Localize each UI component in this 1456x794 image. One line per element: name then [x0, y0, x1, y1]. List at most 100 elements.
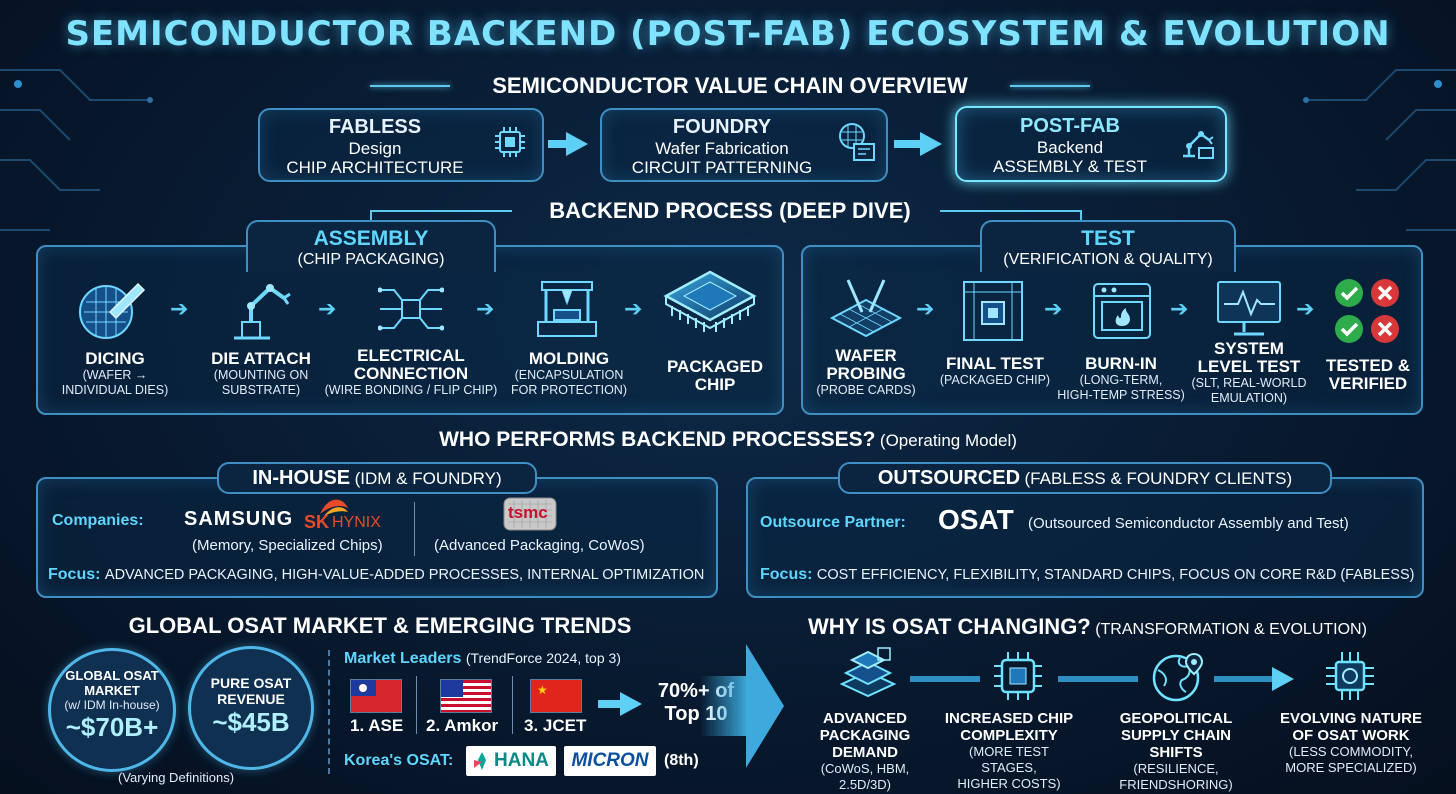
- packaged-chip-icon: [660, 266, 760, 346]
- korea-label: Korea's OSAT:: [344, 752, 454, 769]
- trend-1-n1: ADVANCED: [823, 710, 907, 727]
- step-probing-desc1: (PROBE CARDS): [816, 383, 916, 397]
- trend-4-d2: MORE SPECIALIZED): [1285, 760, 1417, 775]
- flow-arrow: [894, 140, 922, 148]
- step-arrow: ➔: [1044, 296, 1063, 321]
- step-slt-name2: LEVEL TEST: [1197, 357, 1301, 376]
- pure-osat-value: ~$45B: [212, 707, 290, 737]
- robot-arm-icon: [1183, 131, 1214, 159]
- trend-4-d1: (LESS COMMODITY,: [1288, 744, 1413, 759]
- step-dicing-name: DICING: [85, 349, 145, 368]
- global-osat-value: ~$70B+: [65, 712, 159, 742]
- trend-4-n2: OF OSAT WORK: [1292, 727, 1410, 744]
- page-title: SEMICONDUCTOR BACKEND (POST-FAB) ECOSYST…: [65, 14, 1391, 54]
- tsmc-text: tsmc: [508, 503, 548, 522]
- inhouse-note-right: (Advanced Packaging, CoWoS): [434, 537, 645, 554]
- flow-arrow: [548, 140, 568, 148]
- sk-hynix-logo: SK HYNIX: [304, 496, 394, 534]
- osat-label: OSAT: [938, 504, 1014, 535]
- trend-1-n2: PACKAGING DEMAND: [819, 727, 911, 761]
- step-burn-in-name: BURN-IN: [1085, 354, 1157, 373]
- step-verified-name1: TESTED &: [1325, 356, 1411, 375]
- value-chain-heading: SEMICONDUCTOR VALUE CHAIN OVERVIEW: [492, 73, 968, 98]
- step-molding-desc1: (ENCAPSULATION: [514, 368, 624, 382]
- fabless-line2: CHIP ARCHITECTURE: [286, 158, 464, 177]
- probe-icon: [828, 276, 904, 340]
- robot-arm-icon: [226, 276, 296, 342]
- trend-arrow: [1272, 667, 1294, 691]
- step-molding-desc2: FOR PROTECTION): [511, 383, 627, 397]
- flow-arrow: [920, 132, 942, 156]
- leader-2: 2. Amkor: [426, 716, 499, 735]
- korea-rank: (8th): [664, 752, 699, 769]
- usa-flag: [440, 679, 492, 713]
- outsourced-title: OUTSOURCED: [877, 467, 1021, 489]
- bracket-line: [940, 210, 1082, 222]
- inhouse-divider: [414, 502, 415, 556]
- leader-3: 3. JCET: [524, 716, 587, 735]
- market-divider: [328, 650, 330, 774]
- post-fab-title: POST-FAB: [1019, 115, 1120, 137]
- step-dicing-desc1: (WAFER →: [82, 368, 148, 382]
- complex-chip-icon: [990, 648, 1046, 704]
- step-arrow: ➔: [318, 296, 337, 321]
- hana-logo: HANA: [466, 746, 556, 776]
- step-electrical-name1: ELECTRICAL: [357, 346, 465, 365]
- post-fab-card: POST-FAB Backend ASSEMBLY & TEST: [955, 106, 1227, 182]
- micron-logo: MICRON: [564, 746, 656, 776]
- outsourced-focus-label: Focus:: [760, 566, 813, 583]
- foundry-line2: CIRCUIT PATTERNING: [631, 158, 813, 177]
- trend-3-d1: (RESILIENCE,: [1133, 761, 1219, 776]
- step-electrical-name2: CONNECTION: [353, 364, 469, 383]
- companies-label: Companies:: [52, 512, 144, 529]
- flag-divider: [512, 676, 513, 734]
- divider: [1010, 85, 1090, 87]
- trend-3-d2: FRIENDSHORING): [1119, 777, 1233, 792]
- mold-press-icon: [534, 276, 600, 342]
- test-socket-icon: [960, 278, 1026, 344]
- check-cross-icon: [1332, 276, 1402, 346]
- step-arrow: ➔: [476, 296, 495, 321]
- step-arrow: ➔: [624, 296, 643, 321]
- leaders-label: Market Leaders: [344, 650, 462, 667]
- fabless-card: FABLESS Design CHIP ARCHITECTURE: [258, 108, 544, 182]
- pure-osat-l1: PURE OSAT: [210, 675, 292, 691]
- step-packaged-name2: CHIP: [694, 375, 736, 394]
- hynix-text: HYNIX: [332, 514, 381, 531]
- assembly-tab: ASSEMBLY (CHIP PACKAGING): [246, 220, 496, 272]
- chip-icon: [495, 127, 525, 157]
- outsourced-tab: OUTSOURCED (FABLESS & FOUNDRY CLIENTS): [838, 462, 1332, 494]
- wire-bond-icon: [378, 280, 444, 338]
- share-arrow: [598, 700, 622, 708]
- test-panel: [801, 245, 1423, 415]
- bracket-line: [370, 210, 512, 222]
- outsourced-focus: COST EFFICIENCY, FLEXIBILITY, STANDARD C…: [816, 567, 1415, 583]
- step-electrical-desc1: (WIRE BONDING / FLIP CHIP): [324, 383, 498, 397]
- transition-chevron: [746, 644, 784, 768]
- step-arrow: ➔: [170, 296, 189, 321]
- test-subtitle: (VERIFICATION & QUALITY): [1003, 251, 1213, 268]
- trend-3-n2: SUPPLY CHAIN SHIFTS: [1120, 727, 1232, 761]
- step-verified-name2: VERIFIED: [1328, 374, 1408, 393]
- pure-osat-l2: REVENUE: [217, 691, 285, 707]
- assembly-title: ASSEMBLY: [313, 227, 429, 250]
- assembly-subtitle: (CHIP PACKAGING): [297, 251, 445, 268]
- trend-2-n1: INCREASED CHIP: [944, 710, 1074, 727]
- trend-connector: [1058, 676, 1138, 682]
- step-die-attach-desc1: (MOUNTING ON: [213, 368, 309, 382]
- backend-heading: BACKEND PROCESS (DEEP DIVE): [549, 198, 911, 223]
- definitions-note: (Varying Definitions): [118, 770, 235, 785]
- global-osat-l1: GLOBAL OSAT: [65, 668, 159, 683]
- inhouse-note-left: (Memory, Specialized Chips): [192, 537, 383, 554]
- trend-1-d1: (CoWoS, HBM,: [820, 761, 910, 776]
- trend-connector: [910, 676, 980, 682]
- taiwan-flag: [350, 679, 402, 713]
- osat-full-name: (Outsourced Semiconductor Assembly and T…: [1028, 515, 1349, 532]
- step-burn-in-desc2: HIGH-TEMP STRESS): [1057, 388, 1185, 402]
- trend-4-n1: EVOLVING NATURE: [1280, 710, 1422, 727]
- trend-2-d2: HIGHER COSTS): [957, 776, 1061, 791]
- leader-1: 1. ASE: [350, 716, 404, 735]
- inhouse-tab: IN-HOUSE (IDM & FOUNDRY): [217, 462, 537, 494]
- inhouse-focus: ADVANCED PACKAGING, HIGH-VALUE-ADDED PRO…: [104, 567, 705, 583]
